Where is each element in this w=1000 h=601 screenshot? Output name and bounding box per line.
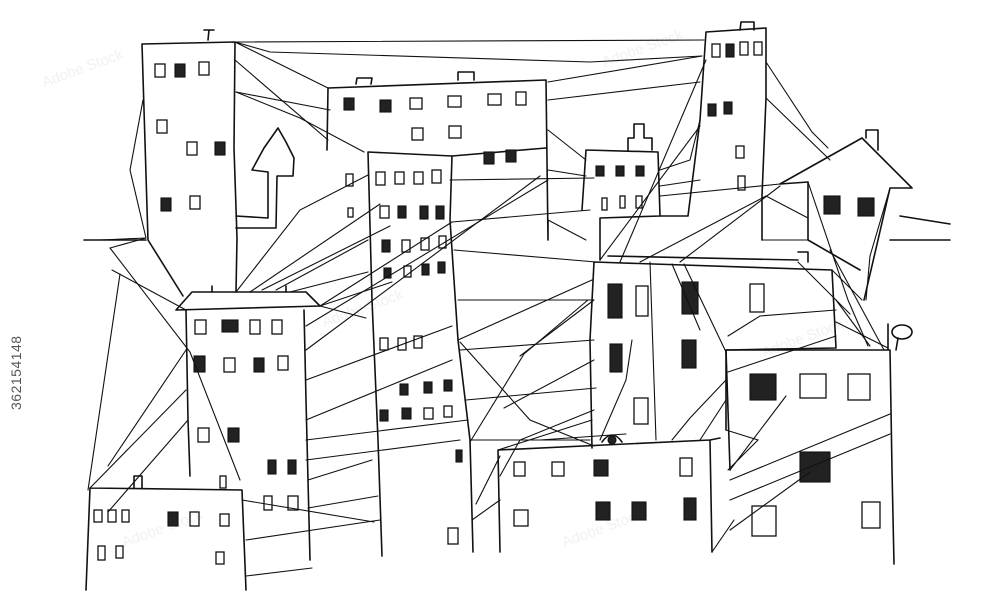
building-middle-left (175, 285, 321, 561)
building-tower-right (659, 21, 767, 241)
building-tower-left (141, 29, 238, 297)
building-pitched-house (779, 129, 913, 301)
satellite-dish-icon (891, 324, 913, 340)
sketch-wires (87, 39, 891, 577)
arrow-sign (235, 127, 295, 229)
stock-id: 362154148 (8, 335, 24, 410)
building-central-tower (367, 151, 474, 557)
building-front-center (447, 437, 721, 553)
horizon-line (83, 215, 951, 241)
building-front-left (85, 475, 247, 591)
building-small-chimney (581, 123, 661, 261)
building-middle-back (326, 71, 549, 241)
